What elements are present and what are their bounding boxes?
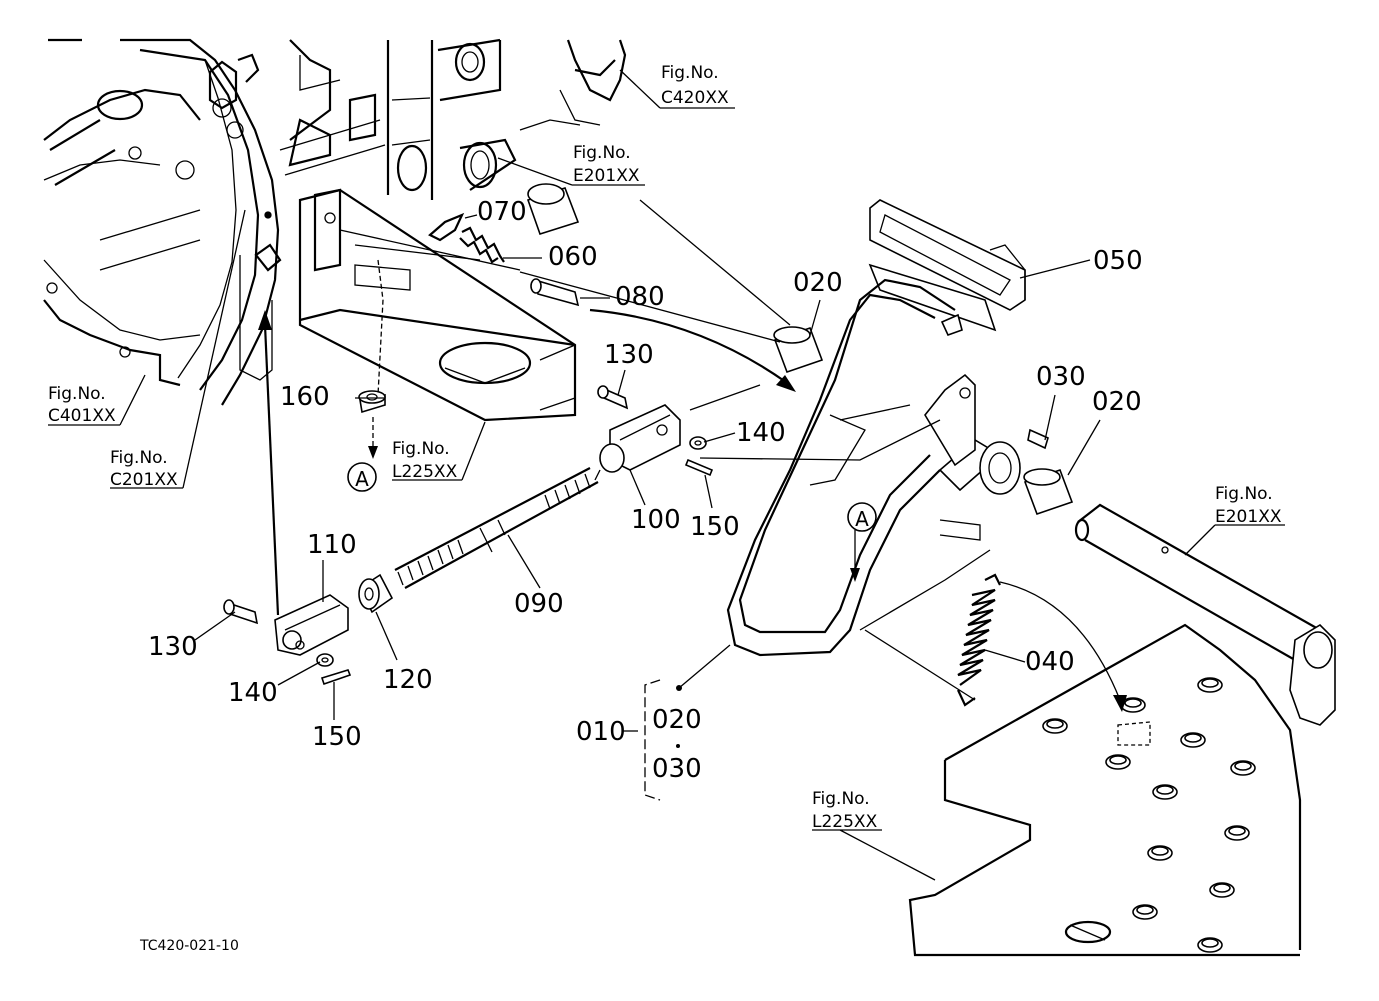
leader-lines: [48, 69, 1285, 881]
spring-060: [459, 226, 505, 264]
part-110-label: 110: [307, 530, 357, 560]
part-020-group-label: 020: [652, 705, 702, 735]
figure-references: Fig.No. C420XX Fig.No. E201XX Fig.No. C4…: [48, 63, 1282, 832]
clip-070: [428, 212, 465, 242]
part-080-label: 080: [615, 282, 665, 312]
marker-a-top: A: [347, 462, 377, 492]
svg-text:C420XX: C420XX: [661, 88, 729, 108]
clutch-housing: [43, 38, 517, 406]
svg-text:Fig.No.: Fig.No.: [661, 63, 719, 83]
bushing-160: [358, 390, 386, 414]
part-150-top-label: 150: [690, 512, 740, 542]
pin-130-top: [597, 385, 629, 410]
part-090-label: 090: [514, 589, 564, 619]
bushing-upper: [526, 183, 580, 235]
pin-130-left: [223, 599, 259, 625]
svg-text:Fig.No.: Fig.No.: [812, 789, 870, 809]
fig-ref-c420: Fig.No. C420XX: [661, 63, 729, 108]
part-130-top-label: 130: [604, 340, 654, 370]
marker-a-pedal: A: [847, 502, 877, 532]
part-070-label: 070: [477, 197, 527, 227]
split-pin-150-bottom: [320, 669, 352, 686]
bushing-020-right: [1023, 468, 1074, 516]
adjusting-rod-090: [394, 467, 599, 589]
clevis-110: [274, 594, 349, 656]
part-020-top-label: 020: [793, 268, 843, 298]
part-140-top-label: 140: [736, 418, 786, 448]
direction-arrows: [258, 259, 1127, 712]
center-lines: [519, 199, 991, 701]
nut-120: [358, 573, 394, 614]
drawing-code: TC420-021-10: [139, 938, 239, 954]
svg-text:C401XX: C401XX: [48, 406, 116, 426]
part-010-label: 010: [576, 717, 626, 747]
part-050-label: 050: [1093, 246, 1143, 276]
svg-text:C201XX: C201XX: [110, 470, 178, 490]
svg-text:Fig.No.: Fig.No.: [110, 448, 168, 468]
svg-text:Fig.No.: Fig.No.: [573, 143, 631, 163]
return-spring-040: [957, 573, 1001, 707]
svg-text:Fig.No.: Fig.No.: [48, 384, 106, 404]
washer-140-bottom: [316, 653, 334, 667]
fig-ref-l225-top: Fig.No. L225XX: [392, 439, 458, 482]
svg-text:Fig.No.: Fig.No.: [1215, 484, 1273, 504]
part-120-label: 120: [383, 665, 433, 695]
pin-080: [530, 278, 580, 307]
washer-140-top: [689, 436, 707, 450]
part-040-label: 040: [1025, 647, 1075, 677]
upper-housing: [519, 39, 627, 131]
svg-text:Fig.No.: Fig.No.: [392, 439, 450, 459]
pedal-pad-050: [868, 199, 1026, 332]
marker-a-pedal-label: A: [855, 507, 869, 531]
step-plate: [908, 623, 1302, 957]
grease-nipple-030: [1027, 428, 1049, 450]
svg-text:L225XX: L225XX: [812, 812, 878, 832]
part-140-bottom-label: 140: [228, 678, 278, 708]
fig-ref-c401: Fig.No. C401XX: [48, 384, 116, 426]
part-150-bottom-label: 150: [312, 722, 362, 752]
fig-ref-l225-bottom: Fig.No. L225XX: [812, 789, 878, 832]
marker-a-top-label: A: [355, 467, 369, 491]
part-160-label: 160: [280, 382, 330, 412]
svg-text:L225XX: L225XX: [392, 462, 458, 482]
bushing-020-upper: [773, 326, 824, 374]
pedal-bracket: [298, 188, 577, 422]
part-130-left-label: 130: [148, 632, 198, 662]
fig-ref-e201-right: Fig.No. E201XX: [1215, 484, 1282, 527]
svg-text:E201XX: E201XX: [1215, 507, 1282, 527]
part-numbers: 070 060 080 050 020 130 160 140 030 020 …: [148, 197, 1143, 784]
cross-shaft: [1074, 503, 1336, 726]
part-060-label: 060: [548, 242, 598, 272]
part-100-label: 100: [631, 505, 681, 535]
part-030-top-label: 030: [1036, 362, 1086, 392]
fig-ref-e201-top: Fig.No. E201XX: [573, 143, 640, 186]
part-020-right-label: 020: [1092, 387, 1142, 417]
pedal-arm-010: [726, 278, 1021, 657]
svg-text:E201XX: E201XX: [573, 166, 640, 186]
split-pin-150-top: [684, 458, 714, 477]
clevis-100: [599, 404, 681, 473]
part-030-group-label: 030: [652, 754, 702, 784]
fig-ref-c201: Fig.No. C201XX: [110, 448, 178, 490]
